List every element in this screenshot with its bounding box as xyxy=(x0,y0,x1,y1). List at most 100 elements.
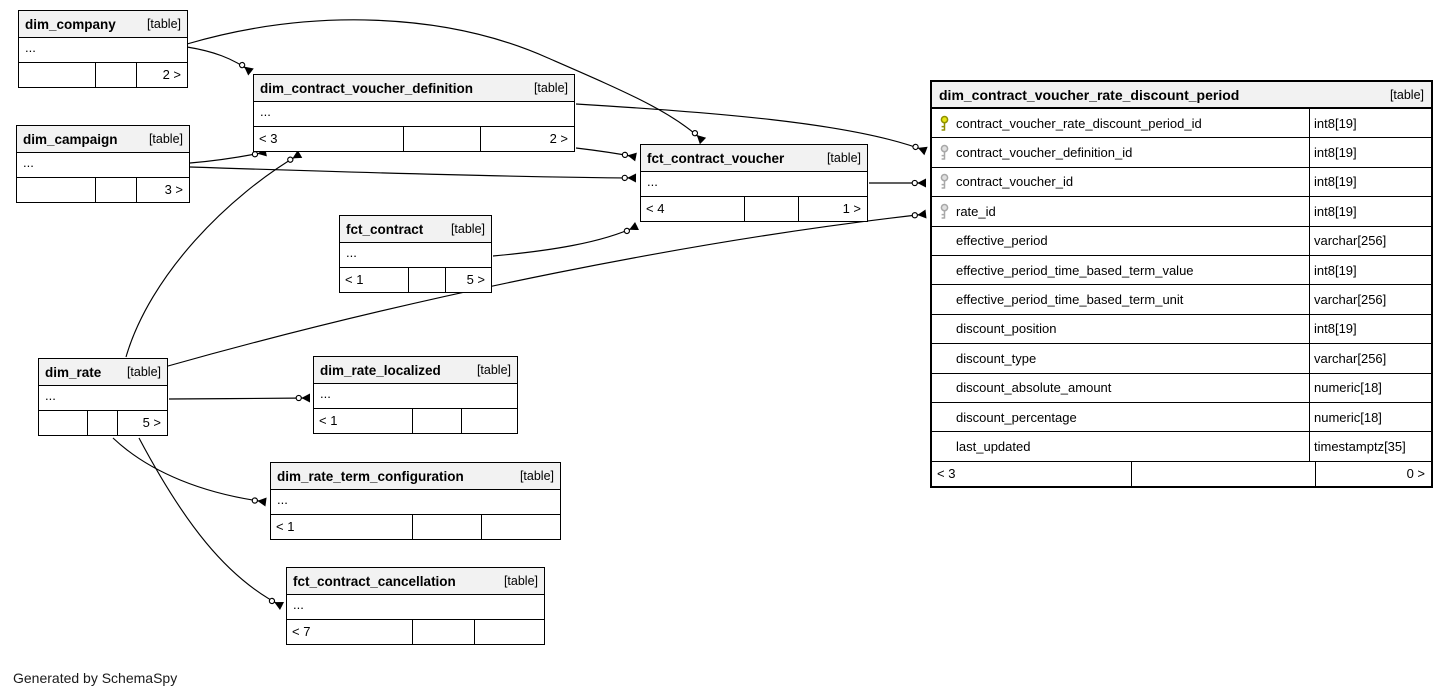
table-tag: [table] xyxy=(503,574,538,588)
table-name: dim_contract_voucher_definition xyxy=(260,80,474,96)
table-name: fct_contract_voucher xyxy=(647,150,785,166)
relation-counts: 5 > xyxy=(39,411,167,435)
relation-counts: 3 > xyxy=(17,178,189,202)
table-name: fct_contract_cancellation xyxy=(293,573,456,589)
column-row: contract_voucher_rate_discount_period_id… xyxy=(932,109,1431,139)
table-header: dim_campaign [table] xyxy=(17,126,189,153)
edge-dim_rate-to-dim_rate_term_configuration xyxy=(112,437,267,507)
table-name: fct_contract xyxy=(346,221,424,237)
column-type: numeric[18] xyxy=(1309,402,1431,432)
columns-ellipsis: ... xyxy=(314,384,517,409)
column-row: discount_percentage numeric[18] xyxy=(932,402,1431,433)
child-count: 5 > xyxy=(142,415,161,430)
column-name: last_updated xyxy=(956,438,1031,454)
columns-ellipsis: ... xyxy=(340,243,491,268)
table-header: fct_contract_cancellation [table] xyxy=(287,568,544,595)
foot-spacer xyxy=(1132,461,1317,486)
column-type: numeric[18] xyxy=(1309,373,1431,402)
child-count xyxy=(482,515,560,539)
child-count: 3 > xyxy=(164,182,183,197)
column-type: int8[19] xyxy=(1309,167,1431,197)
columns-ellipsis: ... xyxy=(287,595,544,620)
table-dim_company[interactable]: dim_company [table] ... 2 > xyxy=(18,10,188,88)
child-count xyxy=(475,620,544,644)
table-dim_rate_term_configuration[interactable]: dim_rate_term_configuration [table] ... … xyxy=(270,462,561,540)
column-name: effective_period_time_based_term_value xyxy=(956,262,1194,278)
foot-spacer xyxy=(88,411,119,435)
relation-counts: 2 > xyxy=(19,63,187,87)
relation-counts: < 4 1 > xyxy=(641,197,867,221)
primary-key-icon xyxy=(932,115,956,132)
table-dim_contract_voucher_definition[interactable]: dim_contract_voucher_definition [table] … xyxy=(253,74,575,152)
relation-counts: < 1 xyxy=(314,409,517,433)
schemaspy-credit: Generated by SchemaSpy xyxy=(13,670,178,686)
table-tag: [table] xyxy=(519,469,554,483)
table-header: fct_contract [table] xyxy=(340,216,491,243)
relation-counts: < 7 xyxy=(287,620,544,644)
edge-dim_company-to-dim_contract_voucher_definition xyxy=(186,46,254,76)
columns-ellipsis: ... xyxy=(17,153,189,178)
column-row: contract_voucher_definition_id int8[19] xyxy=(932,138,1431,168)
edge-dim_contract_voucher_definition-to-fct_contract_voucher xyxy=(575,147,637,162)
table-tag: [table] xyxy=(1389,87,1424,102)
edge-dim_campaign-to-fct_contract_voucher xyxy=(189,166,637,183)
column-name: discount_type xyxy=(956,350,1037,366)
column-row: discount_position int8[19] xyxy=(932,314,1431,345)
parent-count xyxy=(39,411,88,435)
foot-spacer xyxy=(409,268,446,292)
foot-spacer xyxy=(96,63,137,87)
edge-dim_rate-to-dim_contract_voucher_rate_discount_period xyxy=(167,209,927,367)
table-header: dim_contract_voucher_definition [table] xyxy=(254,75,574,102)
column-row: effective_period_time_based_term_unit va… xyxy=(932,285,1431,315)
table-tag: [table] xyxy=(148,132,183,146)
table-fct_contract_cancellation[interactable]: fct_contract_cancellation [table] ... < … xyxy=(286,567,545,645)
column-type: int8[19] xyxy=(1309,197,1431,226)
column-row: rate_id int8[19] xyxy=(932,197,1431,227)
column-row: discount_type varchar[256] xyxy=(932,344,1431,374)
column-type: timestamptz[35] xyxy=(1309,432,1431,461)
relation-counts: < 3 0 > xyxy=(932,461,1431,486)
table-name: dim_company xyxy=(25,16,116,32)
column-name: contract_voucher_definition_id xyxy=(956,145,1133,161)
column-row: effective_period_time_based_term_value i… xyxy=(932,255,1431,286)
table-tag: [table] xyxy=(450,222,485,236)
table-dim_rate[interactable]: dim_rate [table] ... 5 > xyxy=(38,358,168,436)
child-count: 0 > xyxy=(1406,465,1425,481)
foot-spacer xyxy=(745,197,800,221)
table-header: fct_contract_voucher [table] xyxy=(641,145,867,172)
column-name: contract_voucher_rate_discount_period_id xyxy=(956,115,1202,131)
parent-count: < 1 xyxy=(340,268,410,292)
column-name: discount_absolute_amount xyxy=(956,380,1112,396)
column-row: last_updated timestamptz[35] xyxy=(932,432,1431,462)
table-dim_rate_localized[interactable]: dim_rate_localized [table] ... < 1 xyxy=(313,356,518,434)
table-name: dim_rate xyxy=(45,364,102,380)
edge-dim_rate-to-fct_contract_cancellation xyxy=(138,437,285,611)
columns-ellipsis: ... xyxy=(254,102,574,127)
foreign-key-icon xyxy=(932,173,956,190)
relation-counts: < 1 5 > xyxy=(340,268,491,292)
parent-count: < 3 xyxy=(254,127,405,151)
foreign-key-icon xyxy=(932,203,956,220)
columns-ellipsis: ... xyxy=(39,386,167,411)
table-name: dim_rate_localized xyxy=(320,362,441,378)
parent-count xyxy=(19,63,97,87)
foreign-key-icon xyxy=(932,144,956,161)
column-row: effective_period varchar[256] xyxy=(932,226,1431,256)
table-name: dim_contract_voucher_rate_discount_perio… xyxy=(939,86,1240,103)
column-row: discount_absolute_amount numeric[18] xyxy=(932,373,1431,403)
parent-count xyxy=(17,178,97,202)
table-header: dim_rate_localized [table] xyxy=(314,357,517,384)
column-type: varchar[256] xyxy=(1309,285,1431,314)
column-type: int8[19] xyxy=(1309,109,1431,138)
table-fct_contract_voucher[interactable]: fct_contract_voucher [table] ... < 4 1 > xyxy=(640,144,868,222)
table-dim_campaign[interactable]: dim_campaign [table] ... 3 > xyxy=(16,125,190,203)
columns-ellipsis: ... xyxy=(19,38,187,63)
table-fct_contract[interactable]: fct_contract [table] ... < 1 5 > xyxy=(339,215,492,293)
foot-spacer xyxy=(413,515,482,539)
column-name: contract_voucher_id xyxy=(956,174,1074,190)
foot-spacer xyxy=(404,127,482,151)
edge-dim_campaign-to-dim_contract_voucher_definition xyxy=(189,147,267,164)
edge-fct_contract-to-fct_contract_voucher xyxy=(492,221,639,257)
columns-ellipsis: ... xyxy=(271,490,560,515)
table-dim_contract_voucher_rate_discount_period[interactable]: dim_contract_voucher_rate_discount_perio… xyxy=(930,80,1433,488)
